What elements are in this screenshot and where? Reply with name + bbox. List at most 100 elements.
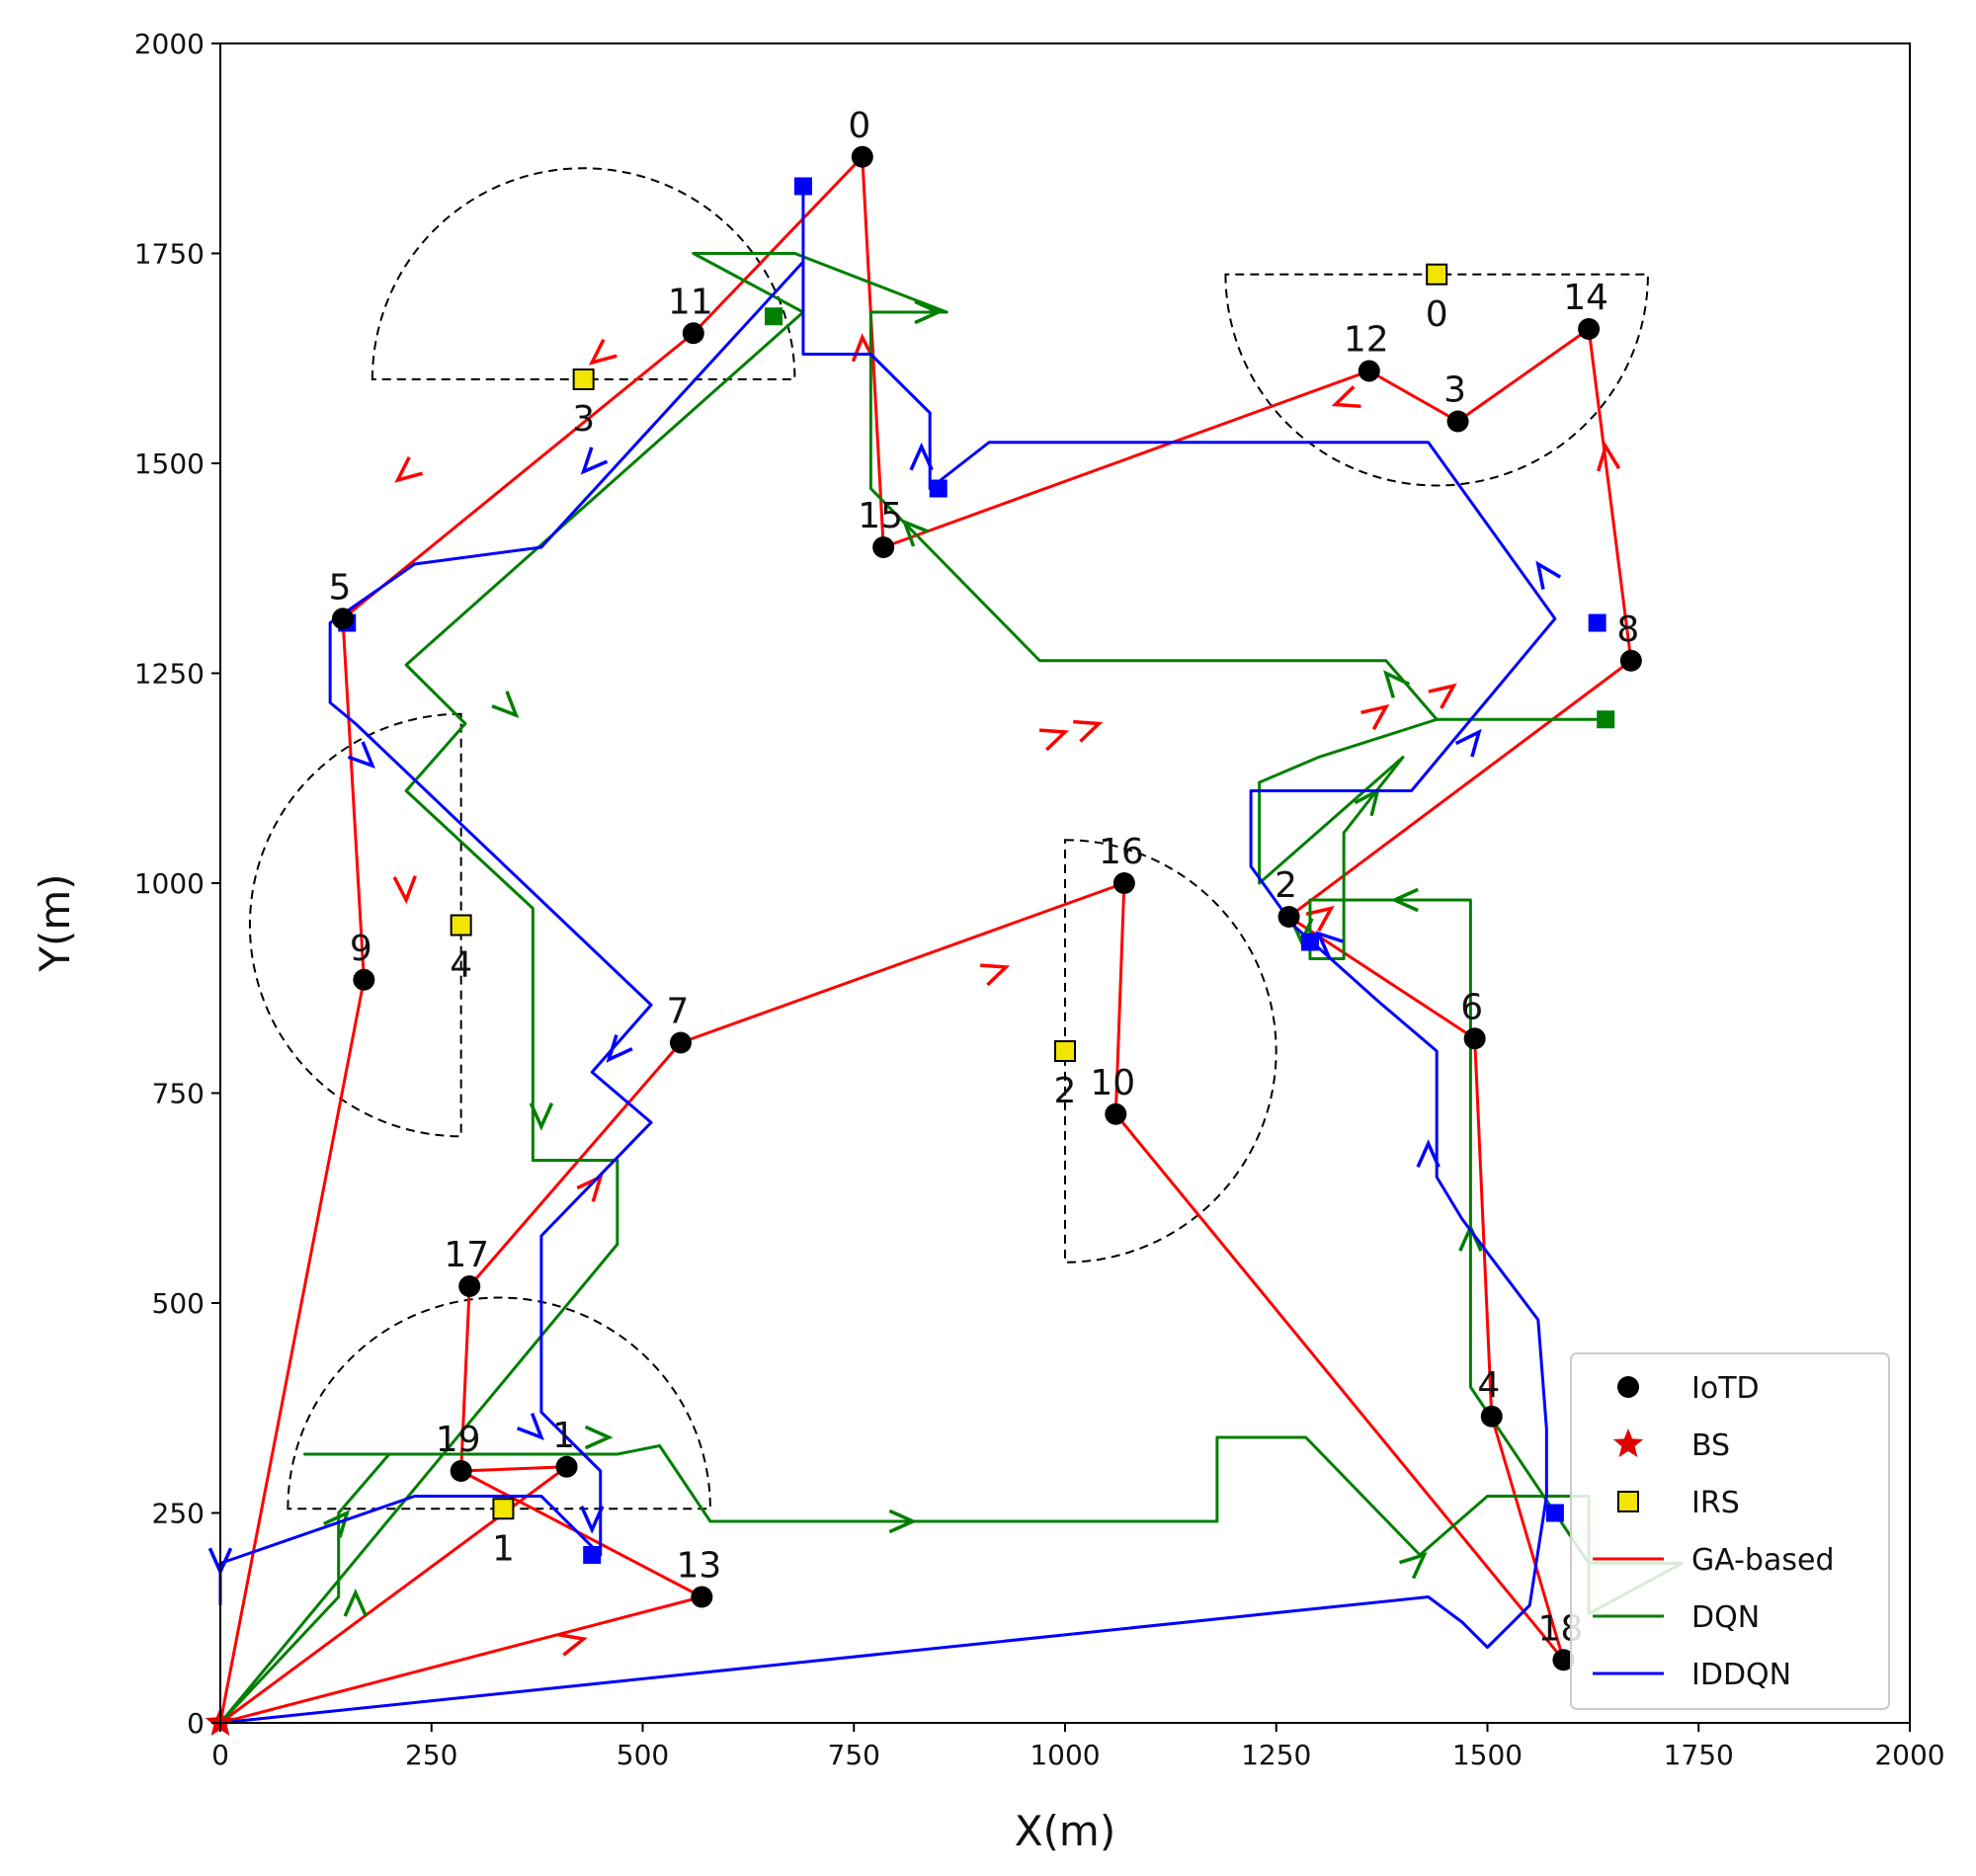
- iotd-label: 0: [848, 106, 870, 146]
- ga-arrowhead: [557, 1633, 588, 1657]
- iddqn-square-marker: [583, 1546, 602, 1564]
- dqn-arrowhead: [888, 1509, 918, 1534]
- y-tick-label: 0: [187, 1707, 205, 1740]
- iotd-label: 14: [1563, 278, 1608, 318]
- irs-marker: [1426, 263, 1448, 285]
- y-tick-label: 250: [152, 1498, 205, 1530]
- legend-label: IoTD: [1691, 1371, 1760, 1406]
- y-tick-label: 2000: [134, 28, 205, 60]
- x-tick-label: 250: [405, 1739, 457, 1771]
- iddqn-arrowhead: [347, 741, 376, 769]
- irs-points: [450, 263, 1448, 1520]
- iddqn-square-marker: [929, 479, 947, 498]
- iddqn-square-marker: [1545, 1504, 1564, 1522]
- y-tick-label: 1750: [134, 238, 205, 271]
- legend-label: DQN: [1691, 1600, 1760, 1635]
- x-tick-label: 1250: [1241, 1739, 1311, 1771]
- irs-marker: [572, 368, 595, 390]
- dqn-arrowhead: [529, 1102, 554, 1131]
- legend-label: IDDQN: [1691, 1658, 1791, 1692]
- iotd-point: [1480, 1405, 1503, 1427]
- x-tick-label: 1500: [1452, 1739, 1523, 1771]
- x-tick-label: 0: [211, 1739, 229, 1771]
- dqn-arrowhead: [491, 691, 520, 719]
- y-tick-label: 750: [152, 1078, 205, 1110]
- iotd-point: [851, 145, 873, 168]
- iotd-label: 19: [436, 1420, 481, 1460]
- iotd-label: 12: [1344, 320, 1389, 361]
- x-axis-title: X(m): [1015, 1807, 1115, 1855]
- iddqn-arrowhead: [580, 447, 609, 475]
- x-tick-label: 2000: [1874, 1739, 1944, 1771]
- irs-label: 2: [1054, 1071, 1077, 1111]
- iotd-point: [1105, 1102, 1127, 1125]
- iotd-point: [331, 608, 354, 630]
- iotd-point: [669, 1031, 692, 1054]
- iotd-point: [1619, 649, 1642, 672]
- iddqn-arrowhead: [1535, 560, 1562, 590]
- dqn-square-marker: [1597, 710, 1615, 729]
- ga-arrowhead: [1073, 719, 1104, 743]
- y-tick-label: 1250: [134, 658, 205, 691]
- y-tick-label: 500: [152, 1287, 205, 1320]
- dqn-arrowhead: [343, 1588, 368, 1617]
- iotd-label: 15: [858, 496, 903, 536]
- irs-marker: [450, 914, 472, 937]
- iotd-point: [872, 536, 895, 558]
- iotd-label: 13: [676, 1546, 721, 1587]
- dqn-arrowhead: [914, 299, 944, 325]
- iotd-label: 10: [1090, 1063, 1135, 1103]
- irs-label: 0: [1426, 294, 1448, 335]
- iotd-label: 16: [1099, 832, 1144, 872]
- irs-coverage-ring: [248, 712, 462, 1138]
- iotd-point: [458, 1275, 481, 1297]
- iddqn-arrowhead: [516, 1413, 544, 1441]
- x-tick-label: 1000: [1029, 1739, 1100, 1771]
- legend-bs-symbol: [1612, 1428, 1644, 1457]
- iotd-point: [1463, 1027, 1486, 1050]
- iotd-label: 6: [1460, 987, 1483, 1027]
- ga-arrowhead: [1331, 385, 1361, 409]
- dqn-arrowhead: [1383, 670, 1411, 698]
- legend-box: [1570, 1352, 1890, 1710]
- iotd-label: 4: [1477, 1365, 1500, 1406]
- iotd-label: 9: [350, 929, 372, 969]
- iotd-point: [555, 1455, 578, 1478]
- legend-label: IRS: [1691, 1486, 1740, 1520]
- x-tick-label: 1750: [1664, 1739, 1734, 1771]
- dqn-square-marker: [765, 307, 783, 326]
- iotd-point: [1578, 318, 1601, 340]
- iddqn-arrowhead: [580, 1506, 605, 1534]
- y-tick-label: 1500: [134, 448, 205, 480]
- iddqn-path: [218, 185, 1557, 1725]
- ga-arrowhead: [1360, 703, 1390, 731]
- ga-arrowhead: [392, 875, 417, 905]
- ga-arrowhead: [394, 455, 424, 483]
- irs-marker: [492, 1498, 515, 1520]
- iotd-point: [1277, 906, 1300, 928]
- x-tick-label: 500: [617, 1739, 669, 1771]
- iotd-point: [1446, 410, 1469, 433]
- iotd-point: [691, 1586, 713, 1608]
- iddqn-square-marker: [1300, 933, 1319, 951]
- iotd-point: [1552, 1649, 1575, 1672]
- irs-coverage-ring: [287, 1296, 711, 1510]
- dqn-arrowhead: [323, 1509, 351, 1538]
- iddqn-arrowhead: [606, 1034, 633, 1063]
- irs-coverage-rings: [248, 167, 1649, 1510]
- iotd-label: 3: [1443, 370, 1466, 411]
- legend-iotd-symbol: [1617, 1376, 1639, 1398]
- ga-arrowhead: [1596, 442, 1621, 472]
- iotd-label: 7: [667, 992, 690, 1032]
- iotd-point: [353, 968, 375, 991]
- dqn-arrowhead: [584, 1425, 614, 1450]
- iotd-label: 1: [552, 1416, 575, 1456]
- legend-label: BS: [1691, 1428, 1730, 1463]
- irs-label: 3: [572, 399, 595, 440]
- legend-label: GA-based: [1691, 1543, 1835, 1578]
- dqn-arrowhead: [1458, 1223, 1483, 1252]
- ga-arrowhead: [588, 338, 618, 366]
